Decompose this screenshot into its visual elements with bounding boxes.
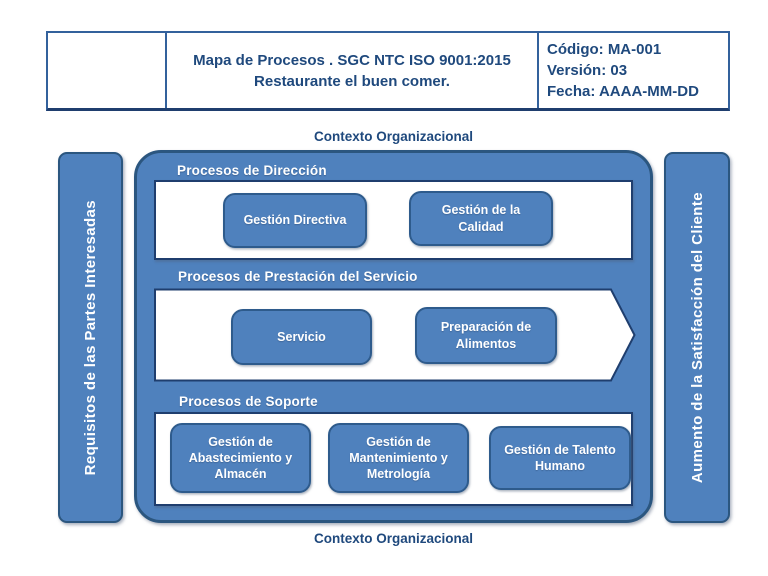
box-gestion-talento-humano: Gestión de Talento Humano bbox=[489, 426, 631, 490]
box-gestion-directiva: Gestión Directiva bbox=[223, 193, 367, 248]
document-title-line1: Mapa de Procesos . SGC NTC ISO 9001:2015 bbox=[193, 51, 511, 69]
box-gestion-abastecimiento: Gestión de Abastecimiento y Almacén bbox=[170, 423, 311, 493]
service-arrow-shape bbox=[154, 288, 637, 382]
document-header-table: Mapa de Procesos . SGC NTC ISO 9001:2015… bbox=[46, 31, 730, 111]
logo-cell bbox=[48, 33, 167, 108]
context-top-label: Contexto Organizacional bbox=[313, 129, 474, 144]
section-prestacion-label: Procesos de Prestación del Servicio bbox=[178, 269, 418, 284]
satisfaction-bar-label: Aumento de la Satisfacción del Cliente bbox=[688, 191, 706, 484]
requirements-bar: Requisitos de las Partes Interesadas bbox=[58, 152, 123, 523]
document-version: Versión: 03 bbox=[547, 62, 628, 79]
box-gestion-mantenimiento: Gestión de Mantenimiento y Metrología bbox=[328, 423, 469, 493]
satisfaction-bar: Aumento de la Satisfacción del Cliente bbox=[664, 152, 730, 523]
section-direccion-label: Procesos de Dirección bbox=[177, 163, 327, 178]
requirements-bar-label: Requisitos de las Partes Interesadas bbox=[82, 199, 99, 476]
document-date: Fecha: AAAA-MM-DD bbox=[547, 83, 699, 100]
context-bottom-label: Contexto Organizacional bbox=[313, 531, 474, 546]
document-title-cell: Mapa de Procesos . SGC NTC ISO 9001:2015… bbox=[167, 33, 539, 108]
document-title-line2: Restaurante el buen comer. bbox=[254, 72, 450, 90]
box-servicio: Servicio bbox=[231, 309, 372, 365]
document-meta-cell: Código: MA-001 Versión: 03 Fecha: AAAA-M… bbox=[539, 33, 728, 108]
right-arrow-pentagon-icon bbox=[154, 288, 636, 382]
process-map-container: Procesos de Dirección Gestión Directiva … bbox=[134, 150, 653, 523]
section-soporte-label: Procesos de Soporte bbox=[179, 394, 318, 409]
box-preparacion-alimentos: Preparación de Alimentos bbox=[415, 307, 557, 364]
box-gestion-calidad: Gestión de la Calidad bbox=[409, 191, 553, 246]
document-code: Código: MA-001 bbox=[547, 41, 662, 58]
